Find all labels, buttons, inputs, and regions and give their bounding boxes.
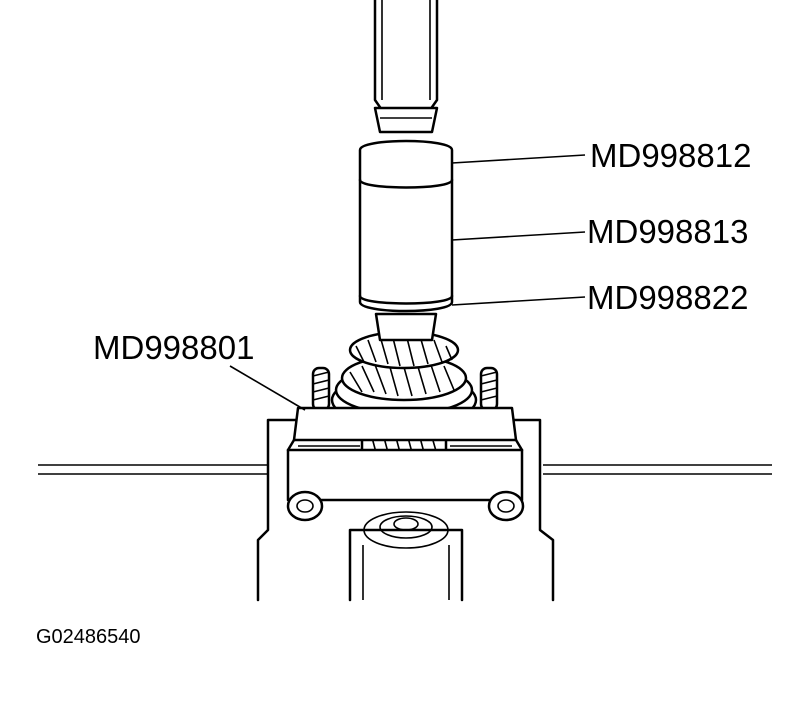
label-tool-bottom: MD998822 <box>587 279 748 316</box>
label-tool-plate: MD998801 <box>93 329 254 366</box>
gear-assembly <box>330 330 478 464</box>
leader-lines <box>229 154 586 411</box>
figure-code: G02486540 <box>36 626 141 648</box>
bench-rails <box>38 464 772 475</box>
press-ram <box>373 0 439 134</box>
threaded-studs <box>311 366 499 412</box>
bolt-head-left <box>286 490 324 522</box>
installer-tool <box>358 139 454 342</box>
bolt-head-right <box>487 490 525 522</box>
press-plate-bar <box>286 406 525 522</box>
label-tool-top: MD998812 <box>590 137 751 174</box>
label-tool-middle: MD998813 <box>587 213 748 250</box>
